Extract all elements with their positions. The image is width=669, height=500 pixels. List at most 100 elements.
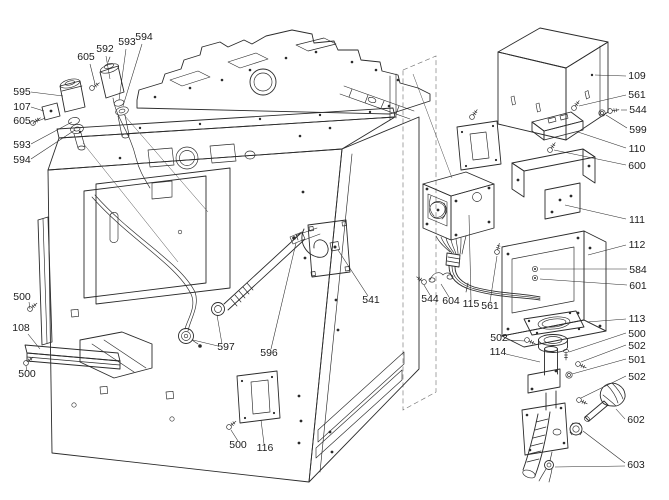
leader-line-601 [539, 278, 628, 286]
clamp-604 [428, 272, 454, 283]
part-label-500-plate: 500 [229, 439, 247, 451]
connector-603 [538, 460, 554, 483]
callout-561-mid: 561 [481, 255, 499, 312]
part-label-605-top: 605 [77, 51, 95, 63]
handle-602 [583, 382, 626, 422]
bracket-111 [511, 148, 596, 220]
control-box-115 [422, 171, 541, 301]
callout-110: 110 [577, 131, 646, 155]
screw-561-mid [493, 242, 502, 256]
callout-592: 592 [96, 43, 114, 80]
leader-line-110 [577, 131, 627, 149]
part-label-108: 108 [12, 322, 30, 334]
leader-line-116 [260, 419, 265, 445]
part-label-584: 584 [629, 264, 647, 276]
part-label-541: 541 [362, 294, 380, 306]
part-label-501: 501 [628, 354, 646, 366]
solenoid-595 [59, 78, 86, 113]
connector-597 [178, 328, 202, 348]
part-label-500-collar: 500 [628, 328, 646, 340]
leader-line-594-top [122, 43, 143, 107]
screw-502-b [575, 396, 589, 407]
exploded-parts [414, 27, 626, 483]
leader-line-544-mid [423, 284, 431, 296]
part-label-500-rail: 500 [13, 291, 31, 303]
part-label-113: 113 [629, 313, 646, 325]
leader-line-561-top [578, 94, 627, 107]
part-label-594-left: 594 [13, 154, 31, 166]
callout-502-c: 502 [490, 332, 526, 344]
screw-small-plate [468, 107, 480, 121]
leader-line-595 [30, 91, 64, 97]
screw-544-top [606, 107, 620, 115]
callout-603: 603 [554, 430, 645, 471]
leader-line-605-top [89, 63, 96, 85]
leader-line-603 [554, 465, 626, 468]
leader-line-108 [27, 333, 41, 350]
screw-500-plate [225, 419, 238, 431]
leader-line-502-b [580, 375, 627, 399]
leader-line-604 [440, 283, 450, 298]
callout-594-top: 594 [122, 31, 153, 107]
leader-line-593-top [118, 48, 127, 101]
top-casting [136, 29, 431, 121]
callout-500-collar: 500 [568, 328, 646, 353]
part-label-605-left: 605 [13, 115, 31, 127]
part-label-602: 602 [627, 414, 645, 426]
leader-line-596 [270, 242, 297, 350]
slanted-control-panel [47, 116, 396, 171]
part-label-112: 112 [629, 239, 646, 251]
callout-594-left: 594 [13, 129, 76, 166]
callout-597: 597 [192, 314, 235, 353]
ring-594-left [70, 124, 86, 151]
phantom-rear-panel [402, 55, 453, 411]
leader-line-500-collar [568, 332, 627, 353]
tube-114 [521, 346, 569, 483]
screw-500-rail [26, 301, 39, 313]
leader-line-599 [605, 114, 628, 129]
callout-544-mid: 544 [421, 284, 439, 305]
part-label-500-bar: 500 [18, 368, 36, 380]
part-label-561-mid: 561 [481, 300, 499, 312]
part-label-502-c: 502 [490, 332, 508, 344]
callout-599: 599 [605, 114, 647, 136]
part-label-599: 599 [629, 124, 647, 136]
part-label-115: 115 [463, 298, 480, 310]
part-label-561-top: 561 [628, 89, 646, 101]
leader-line-500-rail [28, 301, 31, 310]
callout-584: 584 [540, 264, 647, 276]
callout-500-bar: 500 [18, 365, 36, 380]
hood-109 [497, 27, 609, 141]
part-label-600: 600 [628, 160, 646, 172]
callout-544-top: 544 [621, 104, 647, 116]
leader-line-600 [553, 149, 627, 166]
callout-113: 113 [586, 313, 646, 325]
leader-line-597 [216, 314, 223, 345]
bar-108 [24, 344, 121, 370]
part-label-596: 596 [260, 347, 278, 359]
screw-544-mid [414, 274, 428, 286]
callout-502-b: 502 [580, 371, 646, 399]
callout-593-left: 593 [13, 121, 73, 151]
leader-line-502-c [506, 339, 526, 342]
leader-line-114 [505, 353, 541, 363]
gasket-113 [523, 310, 585, 336]
connector-107 [32, 102, 61, 125]
part-label-593-top: 593 [118, 36, 136, 48]
callout-109: 109 [594, 70, 646, 82]
center-assembly [91, 194, 351, 348]
part-label-593-left: 593 [13, 139, 31, 151]
part-label-603: 603 [627, 459, 645, 471]
callout-601: 601 [539, 278, 647, 292]
callout-108: 108 [12, 322, 41, 350]
callout-595: 595 [13, 86, 64, 98]
part-label-594-top: 594 [135, 31, 153, 43]
part-label-109: 109 [628, 70, 646, 82]
leader-line-592 [105, 55, 111, 80]
leader-line-112 [587, 244, 627, 256]
leader-line-594-left [30, 129, 76, 160]
leader-line-115 [468, 214, 472, 301]
part-label-592: 592 [96, 43, 114, 55]
